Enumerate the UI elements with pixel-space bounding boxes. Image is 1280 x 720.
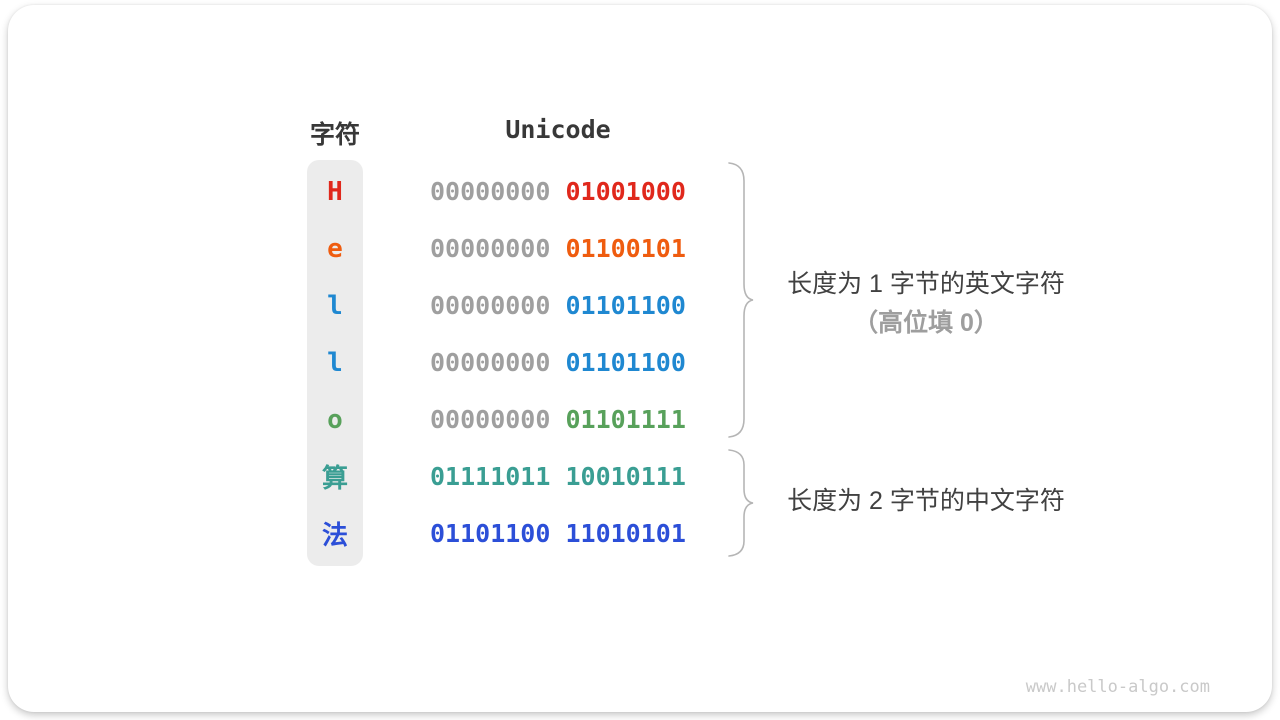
annotation-english-line2: （高位填 0）: [853, 309, 999, 337]
table-row: e 00000000 01100101: [0, 220, 760, 277]
significant-bits: 01101100 11010101: [430, 519, 686, 548]
column-header-unicode: Unicode: [505, 115, 611, 144]
character-cell: 算: [321, 464, 348, 494]
character-cell: o: [327, 404, 343, 435]
table-row: l 00000000 01101100: [0, 334, 760, 391]
significant-bits: 01111011 10010111: [430, 462, 686, 491]
character-cell: H: [327, 176, 343, 207]
annotation-english-line1: 长度为 1 字节的英文字符: [787, 270, 1065, 298]
unicode-bits: 00000000 01001000: [430, 177, 686, 206]
table-row: l 00000000 01101100: [0, 277, 760, 334]
unicode-bits: 01101100 11010101: [430, 519, 686, 548]
significant-bits: 01101111: [565, 405, 686, 434]
leading-zero-bits: 00000000: [430, 291, 566, 320]
leading-zero-bits: 00000000: [430, 234, 566, 263]
unicode-bits: 01111011 10010111: [430, 462, 686, 491]
diagram-card: [8, 5, 1272, 712]
unicode-bits: 00000000 01100101: [430, 234, 686, 263]
annotation-chinese-line1: 长度为 2 字节的中文字符: [787, 487, 1065, 515]
unicode-bits: 00000000 01101100: [430, 291, 686, 320]
table-row: 算 01111011 10010111: [0, 448, 760, 505]
char-column-background: [307, 160, 363, 566]
annotation-chinese-chars: 长度为 2 字节的中文字符: [745, 482, 1107, 520]
significant-bits: 01001000: [565, 177, 686, 206]
table-row: 法 01101100 11010101: [0, 505, 760, 562]
character-cell: 法: [321, 521, 348, 551]
leading-zero-bits: 00000000: [430, 177, 566, 206]
watermark-url: www.hello-algo.com: [1025, 677, 1210, 697]
character-cell: l: [327, 347, 343, 378]
significant-bits: 01100101: [565, 234, 686, 263]
significant-bits: 01101100: [565, 291, 686, 320]
table-row: H 00000000 01001000: [0, 163, 760, 220]
significant-bits: 01101100: [565, 348, 686, 377]
annotation-english-chars: 长度为 1 字节的英文字符 （高位填 0）: [745, 265, 1107, 343]
unicode-bits: 00000000 01101111: [430, 405, 686, 434]
table-row: o 00000000 01101111: [0, 391, 760, 448]
column-header-char: 字符: [309, 121, 360, 149]
leading-zero-bits: 00000000: [430, 405, 566, 434]
leading-zero-bits: 00000000: [430, 348, 566, 377]
character-cell: l: [327, 290, 343, 321]
unicode-bits: 00000000 01101100: [430, 348, 686, 377]
character-cell: e: [327, 233, 343, 264]
